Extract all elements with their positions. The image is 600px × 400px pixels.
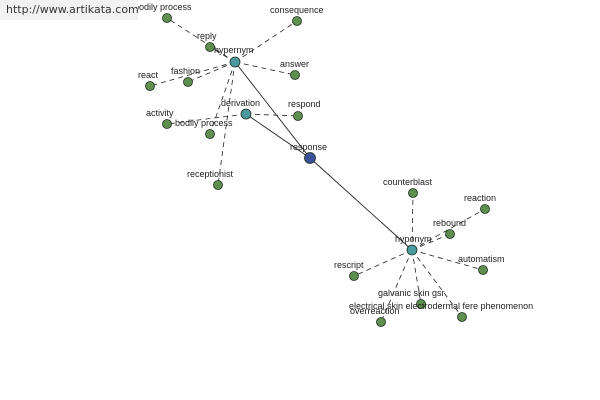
label-hyponym: hyponym xyxy=(395,234,432,244)
node-response[interactable] xyxy=(304,152,316,164)
edge-derivation-activity xyxy=(166,113,247,125)
node-derivation[interactable] xyxy=(240,108,252,120)
edge-derivation-respond xyxy=(245,113,299,117)
label-galvanic-skin-gsr: galvanic skin gsr xyxy=(378,288,445,298)
edge-response-hyponym xyxy=(309,157,413,251)
node-respond[interactable] xyxy=(293,111,303,121)
edge-hypernym-bodily-process-top xyxy=(166,17,236,63)
node-activity[interactable] xyxy=(162,119,172,129)
label-answer: answer xyxy=(280,59,309,69)
node-galvanic-skin-gsr[interactable] xyxy=(416,299,426,309)
label-reaction: reaction xyxy=(464,193,496,203)
node-rebound[interactable] xyxy=(445,229,455,239)
label-bodily-process-top: bodily process xyxy=(134,2,192,12)
node-bodily-process-top[interactable] xyxy=(162,13,172,23)
node-fashion[interactable] xyxy=(183,77,193,87)
label-electrical-skin: electrical skin electrodermal fere pheno… xyxy=(349,301,533,311)
label-consequence: consequence xyxy=(270,5,324,15)
node-rescript[interactable] xyxy=(349,271,359,281)
label-overreaction: overreaction xyxy=(350,306,400,316)
edge-hyponym-rebound xyxy=(411,233,451,251)
edge-hyponym-reaction xyxy=(411,208,486,251)
node-react[interactable] xyxy=(145,81,155,91)
label-counterblast: counterblast xyxy=(383,177,433,187)
edge-hyponym-galvanic-skin-gsr xyxy=(411,249,422,305)
node-bodily-process[interactable] xyxy=(205,129,215,139)
edge-hyponym-rescript xyxy=(353,249,413,277)
node-automatism[interactable] xyxy=(478,265,488,275)
edge-hyponym-overreaction xyxy=(380,249,413,323)
label-react: react xyxy=(138,70,159,80)
edge-hypernym-bodily-process xyxy=(209,61,236,135)
label-respond: respond xyxy=(288,99,321,109)
label-automatism: automatism xyxy=(458,254,505,264)
node-overreaction[interactable] xyxy=(376,317,386,327)
node-hypernym[interactable] xyxy=(229,56,241,68)
label-fashion: fashion xyxy=(171,66,200,76)
watermark-url: http://www.artikata.com xyxy=(0,0,139,20)
label-activity: activity xyxy=(146,108,174,118)
edge-hypernym-consequence xyxy=(234,20,298,63)
label-rescript: rescript xyxy=(334,260,364,270)
edge-hypernym-receptionist xyxy=(217,61,236,186)
node-hyponym[interactable] xyxy=(406,244,418,256)
node-consequence[interactable] xyxy=(292,16,302,26)
node-reply[interactable] xyxy=(205,42,215,52)
edge-response-derivation xyxy=(245,113,311,159)
edge-hyponym-counterblast xyxy=(411,192,414,251)
node-receptionist[interactable] xyxy=(213,180,223,190)
node-counterblast[interactable] xyxy=(408,188,418,198)
edge-response-hypernym xyxy=(234,61,311,159)
node-answer[interactable] xyxy=(290,70,300,80)
label-rebound: rebound xyxy=(433,218,466,228)
label-response: response xyxy=(290,142,327,152)
node-electrical-skin[interactable] xyxy=(457,312,467,322)
label-bodily-process: bodily process xyxy=(175,118,233,128)
node-reaction[interactable] xyxy=(480,204,490,214)
edge-hyponym-automatism xyxy=(411,249,484,271)
label-reply: reply xyxy=(197,31,217,41)
label-receptionist: receptionist xyxy=(187,169,234,179)
edge-hypernym-react xyxy=(149,61,236,87)
label-hypernym: hypernym xyxy=(214,45,254,55)
edge-hyponym-electrical-skin xyxy=(411,249,463,318)
edge-hypernym-answer xyxy=(234,61,296,76)
label-derivation: derivation xyxy=(221,98,260,108)
